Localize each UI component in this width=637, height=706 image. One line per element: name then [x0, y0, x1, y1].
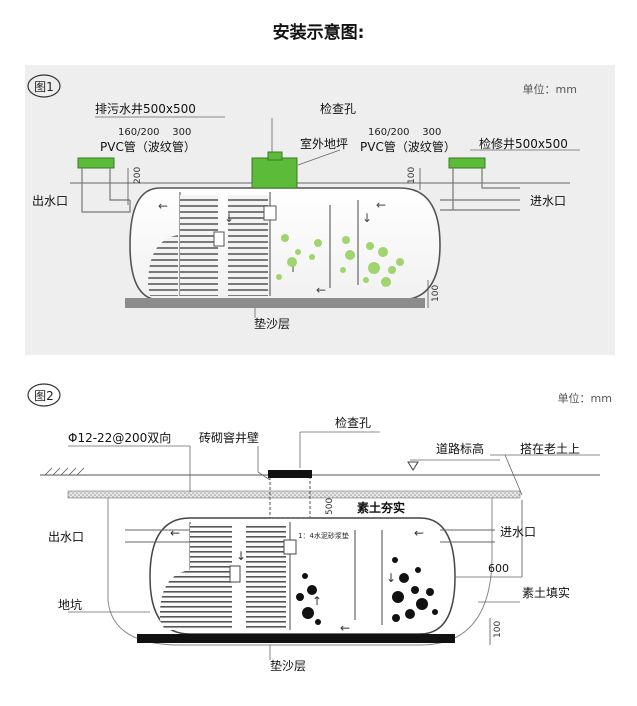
fig1-label-manhole-left: 排污水井500x500 [95, 102, 196, 116]
fig2-inspection-lid [268, 470, 312, 478]
fig2-ground-hatch [44, 467, 85, 476]
fig1-label-sand-layer: 垫沙层 [254, 316, 290, 331]
fig1-label-manhole-right: 检修井500x500 [479, 136, 568, 151]
fig2-label-inspection-hole: 检查孔 [335, 415, 371, 430]
fig1-label-pvc-sizes-left: 160/200 300 [118, 127, 191, 138]
fig2-media-curved [159, 570, 190, 630]
fig1-arrow-bottom-icon: ← [316, 283, 326, 297]
fig1-dim-100-side: 100 [431, 285, 441, 302]
fig2-label-sand-layer: 垫沙层 [270, 658, 306, 673]
fig2-label-outlet: 出水口 [48, 530, 84, 544]
fig2-arrow-up-icon: ↑ [312, 594, 322, 608]
fig2-dim-500: 500 [325, 498, 335, 515]
fig1-arrow-down-2-icon: ↓ [362, 211, 372, 225]
fig2-inlet-pipe [440, 529, 495, 543]
fig1-unit: 单位：mm [523, 82, 577, 96]
fig1-arrow-down-icon: ↓ [224, 211, 234, 225]
fig1-inspection-cap [267, 151, 283, 161]
fig1-label-inspection-hole: 检查孔 [320, 101, 356, 116]
fig1-arrow-up-icon: ↑ [288, 261, 298, 275]
fig1-arrow-left-icon: ← [158, 199, 168, 213]
fig1-label-pvc-sizes-right: 160/200 300 [368, 127, 441, 138]
fig2-outlet-pipe [125, 529, 190, 543]
fig2-badge-circle [27, 383, 61, 407]
fig2-bubbles [296, 557, 438, 625]
fig2-label-road-level: 道路标高 [436, 441, 484, 456]
fig2-label-mortar: 1：4水泥砂浆垫 [298, 531, 349, 540]
fig2-arrow-down-icon: ↓ [236, 549, 246, 563]
fig1-manhole-right [448, 157, 486, 169]
fig2-arrow-down-2-icon: ↓ [386, 571, 396, 585]
fig1-label-pvc-right: PVC管（波纹管） [360, 139, 456, 154]
fig2-label-fill: 素土填实 [522, 585, 570, 600]
fig2-sand-layer [137, 634, 455, 643]
fig1-label-outlet: 出水口 [32, 194, 68, 208]
fig1-module-1 [213, 231, 225, 247]
fig2-media-block-a [190, 524, 232, 630]
fig1-dim-200: 200 [133, 167, 143, 184]
fig1-media-block-b [228, 195, 268, 296]
fig2-module-1 [229, 565, 241, 583]
fig2-badge: 图2 [34, 389, 54, 403]
fig1-bubbles [276, 234, 404, 287]
fig2-road-slab [67, 490, 521, 499]
fig2-label-inlet: 进水口 [500, 525, 536, 539]
fig1-dim-100-top: 100 [407, 167, 417, 184]
fig1-inspection-lid [251, 157, 298, 189]
fig1-media-block-a [180, 195, 218, 296]
fig2-module-2 [283, 539, 297, 555]
fig2-dim-100: 100 [493, 621, 503, 638]
fig2-unit: 单位：mm [558, 391, 612, 405]
fig1-label-pvc-left: PVC管（波纹管） [100, 139, 196, 154]
fig1-arrow-right-top-icon: ← [376, 198, 386, 212]
fig1-badge-circle [27, 74, 61, 98]
fig2-media-block-b [246, 524, 286, 630]
fig1-label-outdoor-ground: 室外地坪 [300, 136, 348, 151]
fig2-label-brick-wall: 砖砌窨井壁 [199, 430, 259, 445]
fig2-dim-600: 600 [488, 562, 509, 575]
figure-1: 图1 单位：mm ← ← ↓ ↑ ↓ [25, 65, 615, 355]
fig1-manhole-left [77, 157, 115, 169]
fig2-level-marker-icon [407, 461, 419, 471]
fig1-media-curved [148, 235, 178, 296]
fig2-label-compacted: 素土夯实 [357, 500, 405, 515]
fig1-outlet-pipe [81, 168, 131, 213]
fig1-badge: 图1 [34, 80, 54, 94]
fig2-arrow-left-2-icon: ← [414, 526, 424, 540]
fig2-label-rebar: Φ12-22@200双向 [68, 430, 171, 445]
fig1-label-inlet: 进水口 [530, 194, 566, 208]
page-title: 安装示意图: [272, 23, 365, 43]
fig2-arrow-bottom-icon: ← [340, 621, 350, 635]
fig2-label-old-soil: 搭在老土上 [520, 442, 580, 456]
fig1-inlet-pipe [440, 168, 520, 211]
fig1-module-2 [263, 205, 277, 221]
fig2-pit-outline [107, 498, 493, 646]
fig2-label-pit: 地坑 [58, 597, 82, 612]
figure-2: 图2 单位：mm [27, 383, 612, 673]
fig2-arrow-left-icon: ← [170, 526, 180, 540]
fig1-sand-layer [125, 298, 425, 308]
